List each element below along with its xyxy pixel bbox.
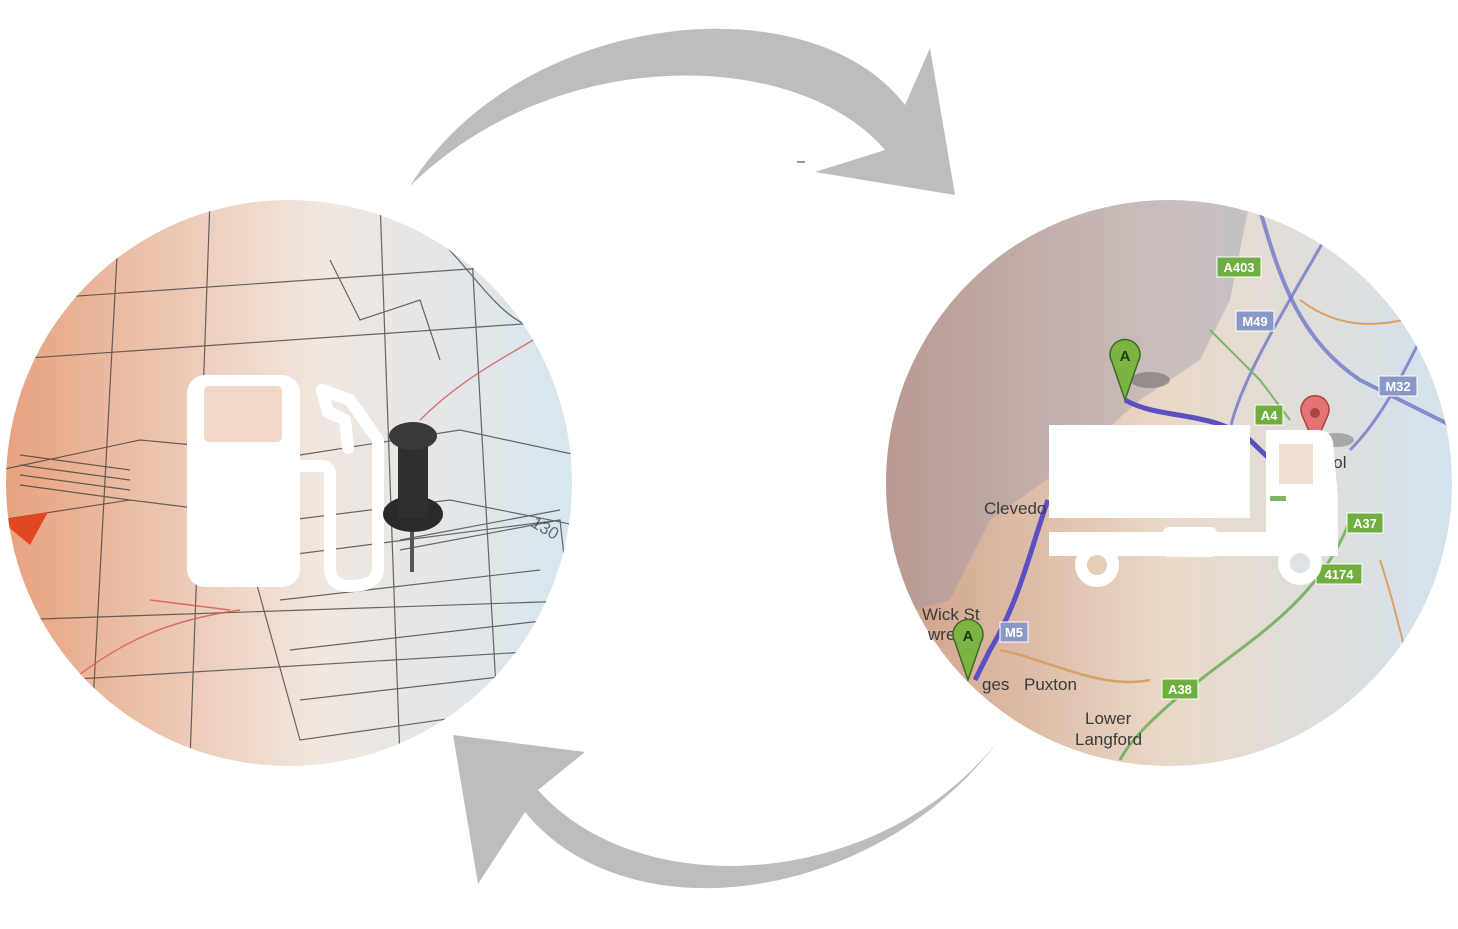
svg-text:M49: M49 bbox=[1242, 314, 1267, 329]
road-badge-m49: M49 bbox=[1236, 311, 1274, 331]
map-label-lower: Lower bbox=[1085, 709, 1132, 728]
delivery-route-circle: A403 M49 M32 A4 A37 4174 M5 A38 bbox=[880, 200, 1458, 766]
svg-text:A403: A403 bbox=[1223, 260, 1254, 275]
road-badge-a4174: 4174 bbox=[1316, 564, 1362, 584]
svg-text:A37: A37 bbox=[1353, 516, 1377, 531]
map-label-ges: ges bbox=[982, 675, 1009, 694]
top-cycle-arrow bbox=[410, 29, 955, 195]
road-badge-m32: M32 bbox=[1379, 376, 1417, 396]
arrow-artifact bbox=[797, 161, 805, 163]
map-label-clevedon: Clevedo bbox=[984, 499, 1046, 518]
road-badge-a403: A403 bbox=[1217, 257, 1261, 277]
svg-text:4174: 4174 bbox=[1325, 567, 1355, 582]
svg-text:A: A bbox=[963, 628, 974, 645]
svg-text:M32: M32 bbox=[1385, 379, 1410, 394]
road-badge-a38: A38 bbox=[1162, 679, 1198, 699]
svg-text:A: A bbox=[1120, 348, 1131, 365]
svg-text:M5: M5 bbox=[1005, 625, 1023, 640]
road-badge-m5: M5 bbox=[1000, 622, 1028, 642]
map-label-puxton: Puxton bbox=[1024, 675, 1077, 694]
fuel-stop-circle: 130 bbox=[0, 200, 600, 766]
road-badge-a4: A4 bbox=[1255, 405, 1283, 425]
road-badge-a37: A37 bbox=[1347, 513, 1383, 533]
map-label-wick-2: wre bbox=[927, 625, 955, 644]
svg-text:A4: A4 bbox=[1261, 408, 1278, 423]
bottom-cycle-arrow bbox=[453, 735, 998, 888]
map-label-langford: Langford bbox=[1075, 730, 1142, 749]
svg-text:A38: A38 bbox=[1168, 682, 1192, 697]
